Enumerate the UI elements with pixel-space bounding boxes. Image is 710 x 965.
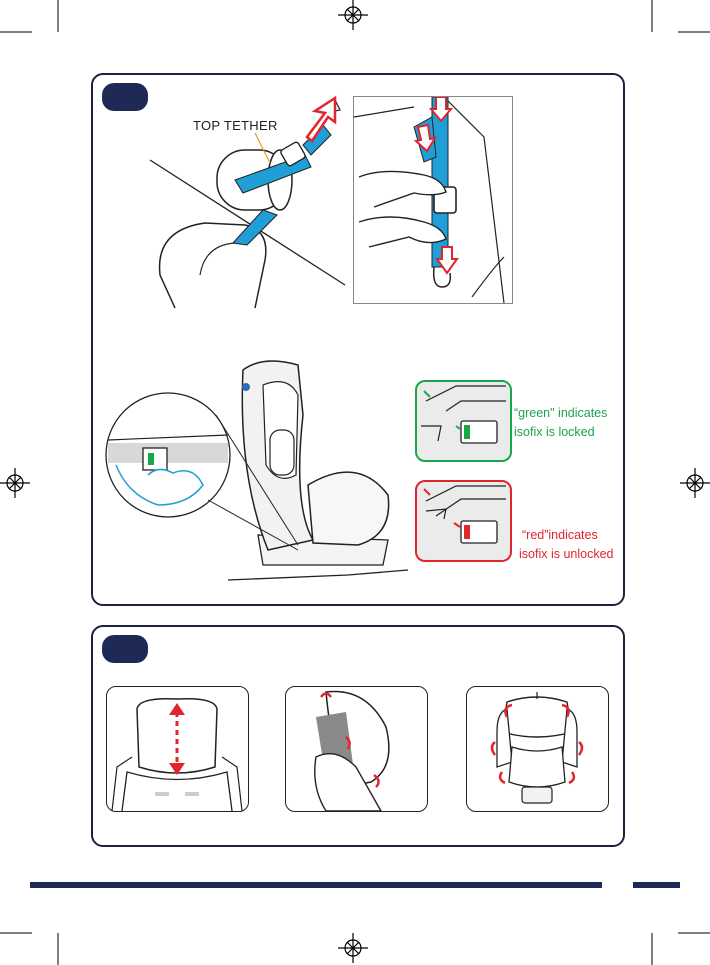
headrest-height-illustration bbox=[107, 687, 248, 811]
footer-rule bbox=[30, 882, 602, 888]
isofix-seat-illustration bbox=[98, 355, 418, 595]
headrest-side-illustration bbox=[286, 687, 427, 811]
registration-mark-bottom bbox=[338, 933, 368, 963]
tether-tightening-illustration bbox=[354, 97, 512, 303]
isofix-locked-illustration bbox=[416, 381, 511, 461]
registration-mark-left bbox=[0, 468, 30, 498]
registration-mark-right bbox=[680, 468, 710, 498]
registration-mark-top bbox=[338, 0, 368, 30]
locked-caption-line-2: isofix is locked bbox=[514, 425, 595, 439]
unlocked-caption-line-1: “red”indicates bbox=[522, 528, 598, 542]
footer-rule-end bbox=[633, 882, 680, 888]
top-tether-label: TOP TETHER bbox=[193, 118, 278, 133]
step-badge-2 bbox=[102, 635, 148, 663]
seat-wings-illustration bbox=[467, 687, 608, 811]
isofix-unlocked-illustration bbox=[416, 481, 511, 561]
locked-caption-line-1: “green" indicates bbox=[514, 406, 607, 420]
unlocked-caption-line-2: isofix is unlocked bbox=[519, 547, 614, 561]
